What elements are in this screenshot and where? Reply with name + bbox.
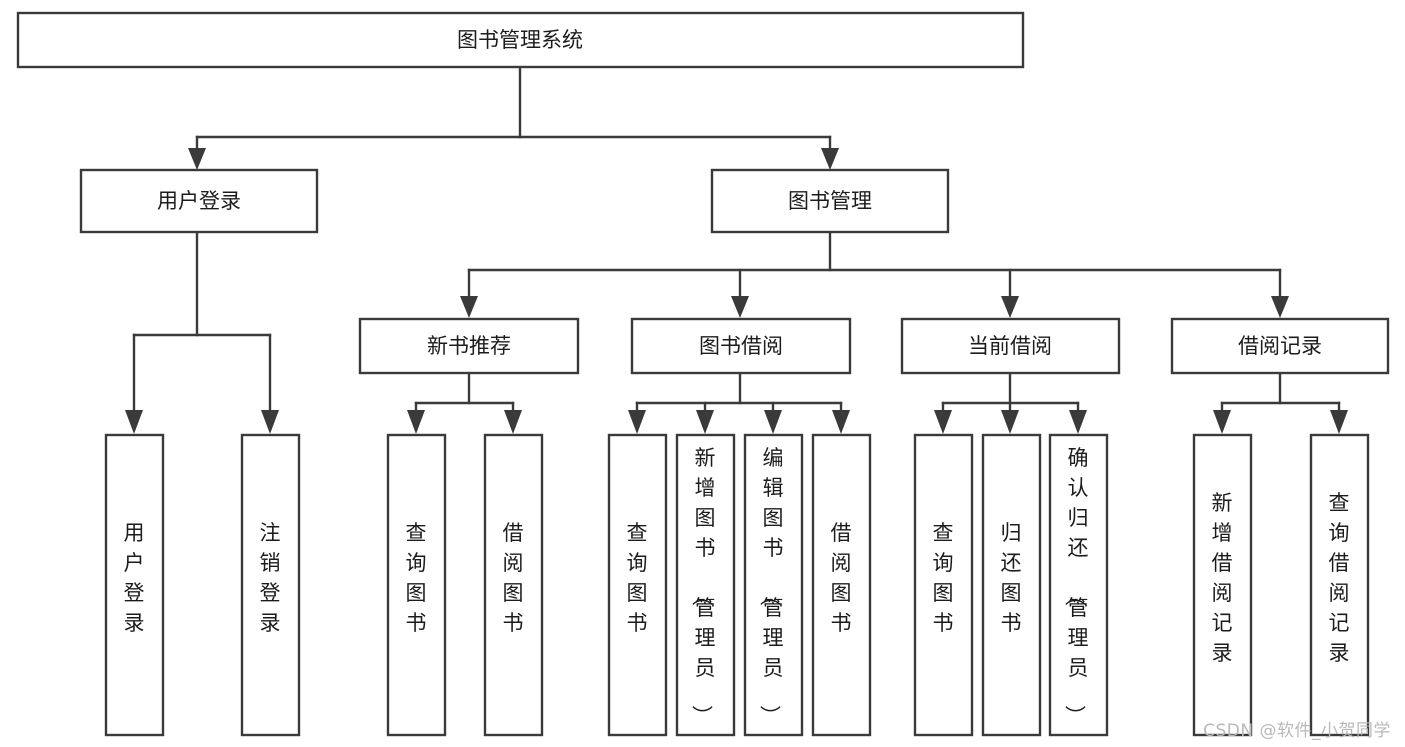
arrowhead-current-borrow [1001, 296, 1019, 318]
leaf-borrow-query-label: 查询图书 [627, 521, 648, 635]
leaf-record-add-label: 新增借阅记录 [1212, 491, 1233, 665]
leaf-new-query-box[interactable] [386, 433, 447, 737]
arrowhead-borrow-leaf-3 [764, 410, 782, 434]
arrowhead-borrow-leaf-1 [628, 410, 646, 434]
leaf-node[interactable]: 注销登录 [240, 433, 301, 737]
arrowhead-book-manage [821, 148, 839, 170]
leaf-borrow-edit-box[interactable] [743, 433, 804, 737]
leaf-borrow-edit-label: 编辑图书（管理员） [758, 446, 784, 726]
node-borrow-record[interactable]: 借阅记录 [1170, 317, 1390, 375]
node-current-borrow[interactable]: 当前借阅 [900, 317, 1121, 375]
node-root-label: 图书管理系统 [457, 28, 583, 52]
leaf-node[interactable]: 用户登录 [104, 433, 165, 737]
leaf-node[interactable]: 编辑图书（管理员） [743, 433, 804, 737]
leaf-node[interactable]: 归还图书 [981, 433, 1042, 737]
arrowhead-record-leaf-2 [1330, 410, 1348, 434]
leaf-borrow-add-label: 新增图书（管理员） [690, 446, 716, 726]
node-current-borrow-box[interactable] [900, 317, 1121, 375]
node-book-borrow-box[interactable] [630, 317, 852, 375]
node-user-login[interactable]: 用户登录 [79, 168, 319, 234]
leaf-user-logout-label: 注销登录 [260, 521, 281, 635]
leaf-node[interactable]: 新增借阅记录 [1192, 433, 1253, 737]
leaf-new-borrow-label: 借阅图书 [503, 521, 524, 635]
node-book-borrow[interactable]: 图书借阅 [630, 317, 852, 375]
node-borrow-record-label: 借阅记录 [1238, 334, 1322, 358]
arrowhead-record-leaf-1 [1213, 410, 1231, 434]
leaf-record-add-box[interactable] [1192, 433, 1253, 737]
arrowhead-leaf-user-login [125, 410, 143, 434]
node-user-login-box[interactable] [79, 168, 319, 234]
leaf-borrow-do-label: 借阅图书 [831, 521, 852, 635]
node-book-manage[interactable]: 图书管理 [710, 168, 950, 234]
node-book-manage-box[interactable] [710, 168, 950, 234]
leaf-current-query-label: 查询图书 [933, 521, 954, 635]
arrowhead-current-leaf-3 [1069, 410, 1087, 434]
leaf-user-login-label: 用户登录 [124, 521, 145, 635]
leaf-current-confirm-box[interactable] [1048, 433, 1109, 737]
node-borrow-record-box[interactable] [1170, 317, 1390, 375]
arrowhead-current-leaf-2 [1001, 410, 1019, 434]
leaf-node[interactable]: 借阅图书 [811, 433, 872, 737]
arrowhead-borrow-leaf-2 [696, 410, 714, 434]
leaf-record-query-label: 查询借阅记录 [1329, 491, 1350, 665]
arrowhead-current-leaf-1 [934, 410, 952, 434]
leaf-user-login-box[interactable] [104, 433, 165, 737]
leaf-node[interactable]: 查询图书 [913, 433, 974, 737]
node-root[interactable]: 图书管理系统 [16, 11, 1025, 69]
leaf-new-borrow-box[interactable] [483, 433, 544, 737]
leaf-record-query-box[interactable] [1309, 433, 1370, 737]
leaf-current-return-label: 归还图书 [1001, 521, 1022, 635]
arrowhead-new-book [460, 296, 478, 318]
arrowhead-new-leaf-2 [504, 410, 522, 434]
leaf-node[interactable]: 查询图书 [386, 433, 447, 737]
leaf-current-confirm-label: 确认归还（管理员） [1063, 446, 1089, 726]
arrowhead-borrow-leaf-4 [832, 410, 850, 434]
node-current-borrow-label: 当前借阅 [968, 334, 1052, 358]
leaf-node[interactable]: 查询借阅记录 [1309, 433, 1370, 737]
arrowhead-leaf-user-logout [261, 410, 279, 434]
node-new-book[interactable]: 新书推荐 [358, 317, 580, 375]
arrowhead-book-borrow [731, 296, 749, 318]
leaf-current-query-box[interactable] [913, 433, 974, 737]
csdn-watermark: CSDN @软件_小贺同学 [1203, 721, 1391, 741]
leaf-current-return-box[interactable] [981, 433, 1042, 737]
arrowhead-new-leaf-1 [407, 410, 425, 434]
node-user-login-label: 用户登录 [157, 189, 241, 213]
leaf-new-query-label: 查询图书 [406, 521, 427, 635]
node-root-box[interactable] [16, 11, 1025, 69]
node-new-book-label: 新书推荐 [427, 334, 511, 358]
leaf-node[interactable]: 查询图书 [607, 433, 668, 737]
leaf-node[interactable]: 新增图书（管理员） [675, 433, 736, 737]
leaf-node[interactable]: 确认归还（管理员） [1048, 433, 1109, 737]
arrowhead-borrow-record [1271, 296, 1289, 318]
leaf-user-logout-box[interactable] [240, 433, 301, 737]
node-book-manage-label: 图书管理 [788, 189, 872, 213]
leaf-borrow-do-box[interactable] [811, 433, 872, 737]
node-book-borrow-label: 图书借阅 [699, 334, 783, 358]
leaf-node[interactable]: 借阅图书 [483, 433, 544, 737]
leaf-borrow-query-box[interactable] [607, 433, 668, 737]
connector-layer [125, 65, 1348, 434]
node-new-book-box[interactable] [358, 317, 580, 375]
leaf-borrow-add-box[interactable] [675, 433, 736, 737]
arrowhead-user-login [188, 148, 206, 170]
